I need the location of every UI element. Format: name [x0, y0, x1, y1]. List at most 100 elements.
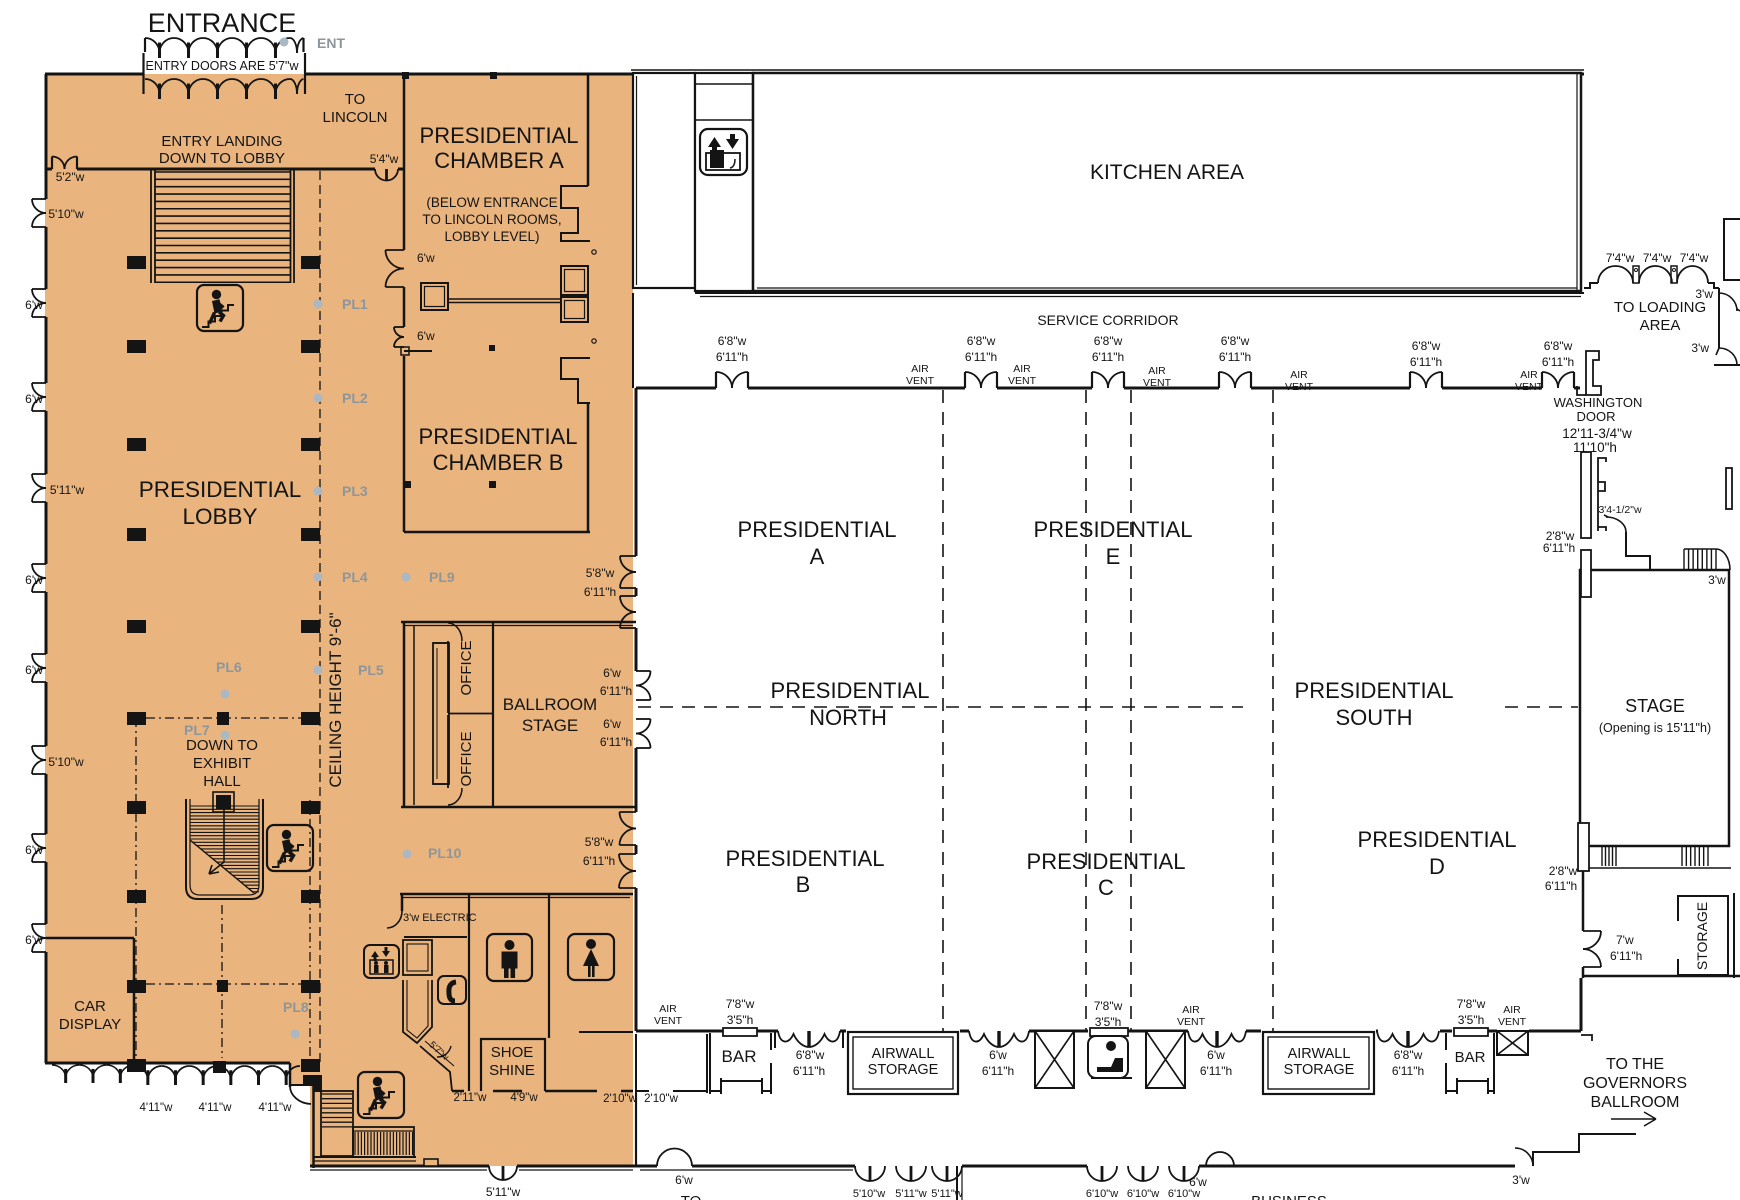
svg-text:VENT: VENT	[1498, 1016, 1527, 1028]
svg-text:(Opening is 15'11"h): (Opening is 15'11"h)	[1599, 721, 1711, 735]
svg-text:VENT: VENT	[1177, 1016, 1206, 1028]
svg-text:STORAGE: STORAGE	[868, 1062, 939, 1078]
svg-text:3'w: 3'w	[1695, 287, 1713, 301]
svg-text:VENT: VENT	[1143, 377, 1172, 389]
svg-text:6'11"h: 6'11"h	[1610, 949, 1642, 963]
svg-text:PRESIDENTIAL: PRESIDENTIAL	[726, 846, 885, 871]
svg-text:WASHINGTON: WASHINGTON	[1554, 395, 1643, 410]
svg-text:TO: TO	[345, 91, 366, 108]
svg-text:6'w: 6'w	[417, 329, 435, 343]
svg-text:6'w: 6'w	[25, 573, 43, 587]
svg-text:6'w: 6'w	[25, 298, 43, 312]
svg-text:6'8"w: 6'8"w	[967, 334, 996, 348]
svg-text:PRESIDENTIAL: PRESIDENTIAL	[139, 477, 302, 502]
svg-text:VENT: VENT	[906, 375, 935, 387]
svg-text:6'8"w: 6'8"w	[718, 334, 747, 348]
svg-text:3'5"h: 3'5"h	[727, 1013, 754, 1027]
svg-text:AIR: AIR	[1290, 369, 1308, 381]
svg-text:AIR: AIR	[1520, 369, 1538, 381]
svg-text:LOBBY: LOBBY	[182, 504, 257, 529]
svg-text:6'8"w: 6'8"w	[796, 1048, 825, 1062]
svg-text:6'w: 6'w	[989, 1048, 1007, 1062]
svg-text:DOWN TO LOBBY: DOWN TO LOBBY	[159, 150, 285, 167]
svg-text:BALLROOM: BALLROOM	[1591, 1094, 1680, 1111]
svg-text:CHAMBER A: CHAMBER A	[434, 148, 564, 173]
svg-text:PRESIDENTIAL: PRESIDENTIAL	[1034, 517, 1193, 542]
svg-text:4'11"w: 4'11"w	[140, 1102, 174, 1114]
svg-text:3'5"h: 3'5"h	[1458, 1013, 1485, 1027]
svg-text:4'9"w: 4'9"w	[510, 1092, 538, 1104]
svg-text:3'w ELECTRIC: 3'w ELECTRIC	[403, 912, 477, 924]
svg-text:PRESIDENTIAL: PRESIDENTIAL	[419, 424, 578, 449]
svg-text:7'8"w: 7'8"w	[1457, 997, 1486, 1011]
svg-text:BUSINESS: BUSINESS	[1251, 1193, 1327, 1200]
svg-text:5'10"w: 5'10"w	[853, 1188, 885, 1200]
svg-text:6'11"h: 6'11"h	[793, 1064, 825, 1078]
svg-text:E: E	[1106, 544, 1121, 569]
svg-text:11'10"h: 11'10"h	[1573, 440, 1617, 455]
svg-text:GOVERNORS: GOVERNORS	[1583, 1075, 1687, 1092]
svg-text:6'8"w: 6'8"w	[1544, 339, 1573, 353]
svg-text:6'11"h: 6'11"h	[584, 585, 616, 599]
svg-text:TO LINCOLN ROOMS,: TO LINCOLN ROOMS,	[422, 212, 561, 227]
svg-text:AIR: AIR	[911, 363, 929, 375]
svg-text:6'w: 6'w	[25, 392, 43, 406]
svg-text:6'w: 6'w	[25, 843, 43, 857]
svg-text:PL2: PL2	[342, 390, 368, 406]
svg-text:5'8"w: 5'8"w	[585, 835, 614, 849]
svg-text:6'w: 6'w	[675, 1173, 693, 1187]
svg-text:4'11"w: 4'11"w	[199, 1102, 233, 1114]
svg-text:2'10"w: 2'10"w	[644, 1093, 678, 1105]
svg-text:4'11"w: 4'11"w	[259, 1102, 293, 1114]
svg-text:6'11"h: 6'11"h	[1200, 1064, 1232, 1078]
svg-text:PL5: PL5	[358, 662, 384, 678]
svg-text:ENTRY DOORS ARE 5'7"w: ENTRY DOORS ARE 5'7"w	[146, 59, 300, 73]
svg-text:6'w: 6'w	[417, 251, 435, 265]
svg-text:BAR: BAR	[722, 1047, 757, 1066]
svg-text:5'11"w: 5'11"w	[931, 1188, 963, 1200]
svg-text:6'8"w: 6'8"w	[1221, 334, 1250, 348]
svg-text:6'10"w: 6'10"w	[1086, 1188, 1118, 1200]
svg-text:3'w: 3'w	[1512, 1173, 1530, 1187]
svg-text:DOOR: DOOR	[1577, 409, 1616, 424]
svg-text:VENT: VENT	[1008, 375, 1037, 387]
svg-text:EXHIBIT: EXHIBIT	[193, 755, 251, 772]
svg-text:DISPLAY: DISPLAY	[59, 1016, 121, 1033]
svg-text:6'8"w: 6'8"w	[1412, 339, 1441, 353]
svg-text:6'11"h: 6'11"h	[716, 350, 748, 364]
svg-text:D: D	[1429, 854, 1445, 879]
svg-text:3'5"h: 3'5"h	[1095, 1015, 1122, 1029]
svg-text:3'4-1/2"w: 3'4-1/2"w	[1598, 504, 1642, 516]
svg-text:DOWN TO: DOWN TO	[186, 737, 258, 754]
svg-text:VENT: VENT	[654, 1015, 683, 1027]
svg-text:BAR: BAR	[1455, 1049, 1486, 1066]
svg-text:AIRWALL: AIRWALL	[872, 1046, 935, 1062]
svg-text:KITCHEN AREA: KITCHEN AREA	[1090, 161, 1244, 184]
svg-text:2'8"w: 2'8"w	[1549, 864, 1578, 878]
svg-text:5'10"w: 5'10"w	[48, 755, 84, 769]
svg-text:CEILING HEIGHT 9'-6": CEILING HEIGHT 9'-6"	[326, 612, 345, 787]
svg-text:B: B	[796, 872, 811, 897]
svg-text:5'4"w: 5'4"w	[370, 152, 399, 166]
svg-text:AIR: AIR	[1503, 1004, 1521, 1016]
svg-text:STAGE: STAGE	[1625, 696, 1685, 716]
svg-text:2'11"w: 2'11"w	[454, 1092, 488, 1104]
svg-text:3'w: 3'w	[1708, 573, 1726, 587]
svg-text:PRESIDENTIAL: PRESIDENTIAL	[738, 517, 897, 542]
svg-text:C: C	[1098, 875, 1114, 900]
svg-text:7'4"w: 7'4"w	[1606, 251, 1635, 265]
svg-text:7'4"w: 7'4"w	[1680, 251, 1709, 265]
svg-text:SHINE: SHINE	[489, 1062, 535, 1079]
svg-text:5'11"w: 5'11"w	[50, 483, 85, 497]
svg-text:6'11"h: 6'11"h	[1545, 879, 1577, 893]
svg-text:PL1: PL1	[342, 296, 368, 312]
svg-text:AIRWALL: AIRWALL	[1288, 1046, 1351, 1062]
svg-text:7'8"w: 7'8"w	[1094, 999, 1123, 1013]
svg-text:7'4"w: 7'4"w	[1643, 251, 1672, 265]
svg-text:PL8: PL8	[283, 999, 309, 1015]
svg-text:6'11"h: 6'11"h	[600, 684, 632, 698]
svg-text:5'2"w: 5'2"w	[56, 170, 85, 184]
svg-text:PL6: PL6	[216, 659, 242, 675]
svg-text:6'w: 6'w	[25, 663, 43, 677]
svg-text:LOBBY LEVEL): LOBBY LEVEL)	[444, 229, 539, 244]
